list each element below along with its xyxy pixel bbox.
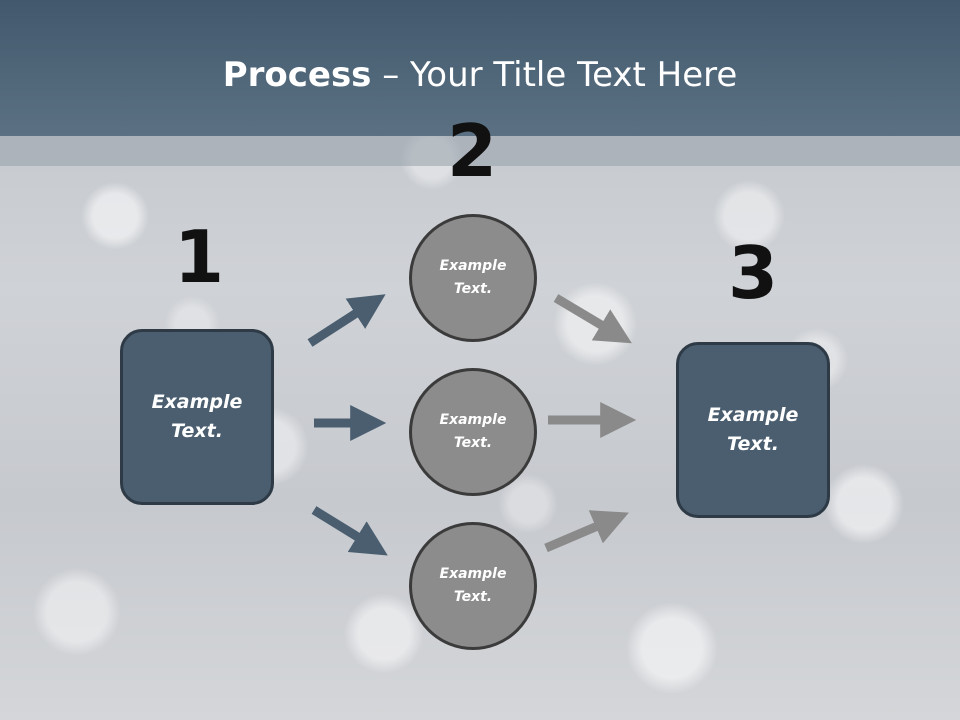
title-bold-text: Process [222, 55, 372, 95]
node-middle-top-circle: Example Text. [409, 214, 537, 342]
node-start-box: Example Text. [120, 329, 274, 505]
node-middle-center-label: Example Text. [439, 412, 507, 451]
step-number-2: 2 [446, 109, 498, 193]
node-middle-top-label: Example Text. [439, 258, 507, 297]
step-number-3: 3 [727, 231, 779, 315]
node-middle-center-circle: Example Text. [409, 368, 537, 496]
title-rest-text: – Your Title Text Here [371, 55, 738, 95]
step-number-1: 1 [173, 215, 225, 299]
node-middle-bottom-label: Example Text. [439, 566, 507, 605]
header-band [0, 0, 960, 136]
node-middle-bottom-circle: Example Text. [409, 522, 537, 650]
node-start-label: Example Text. [151, 391, 243, 442]
arrow-bottom-to-end [544, 510, 629, 553]
arrow-start-to-bottom [311, 506, 388, 556]
header-stripe [0, 136, 960, 166]
page-title: Process – Your Title Text Here [0, 52, 960, 98]
arrow-top-to-end [553, 294, 632, 344]
node-end-label: Example Text. [707, 404, 799, 455]
node-end-box: Example Text. [676, 342, 830, 518]
arrow-start-to-top [307, 294, 386, 347]
